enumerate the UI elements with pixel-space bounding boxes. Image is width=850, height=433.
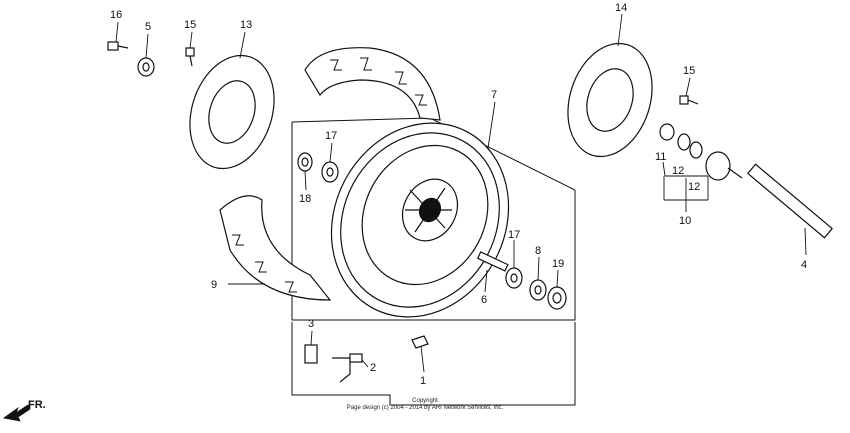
leader-lines	[115, 13, 807, 373]
callout-14: 14	[615, 2, 627, 14]
bearing-17-upper	[321, 161, 339, 183]
dust-seal-12a	[677, 133, 691, 151]
callout-17-upper: 17	[325, 130, 337, 142]
bearing-18	[297, 152, 313, 172]
callout-7: 7	[491, 89, 497, 101]
bolt-16	[107, 41, 129, 51]
callout-12-b: 12	[688, 181, 700, 193]
assembly-outline-lower	[291, 322, 576, 406]
speedo-gear-8	[529, 279, 547, 301]
tire-upper-half	[304, 47, 441, 121]
arrow-icon	[3, 404, 31, 422]
front-direction-arrow: FR.	[3, 399, 46, 422]
front-label: FR.	[28, 399, 46, 411]
callout-19: 19	[552, 258, 564, 270]
axle-4	[746, 163, 834, 239]
collar-11	[659, 123, 675, 141]
speedo-gearbox-10	[705, 151, 743, 181]
callout-11: 11	[655, 151, 666, 163]
callout-16: 16	[110, 9, 122, 21]
wheel-rim	[330, 122, 510, 318]
callout-4: 4	[801, 259, 807, 271]
callout-18: 18	[299, 193, 311, 205]
valve-2	[332, 353, 363, 383]
bolt-15-left	[185, 47, 195, 67]
brake-disc-left	[189, 54, 275, 170]
callout-17-lower: 17	[508, 229, 520, 241]
copyright-line-1: Copyright	[412, 398, 438, 404]
oil-seal-19	[547, 286, 567, 310]
callout-9: 9	[211, 279, 217, 291]
bearing-17-lower	[505, 267, 523, 289]
tire-lower-half	[219, 195, 332, 301]
callout-1: 1	[420, 375, 426, 387]
callout-6: 6	[481, 294, 487, 306]
weight-3	[304, 344, 318, 364]
callout-labels: 16 5 15 13 14 15 7 17 18 11 12 12 10 4 1…	[110, 2, 807, 387]
callout-5: 5	[145, 21, 151, 33]
weight-1	[411, 335, 429, 349]
bolt-15-right	[679, 95, 699, 105]
callout-8: 8	[535, 245, 541, 257]
callout-10: 10	[679, 215, 691, 227]
copyright-line-2: Page design (c) 2004 - 2014 by ARI Netwo…	[346, 405, 504, 411]
callout-15-right: 15	[683, 65, 695, 77]
dust-seal-12b	[689, 141, 703, 159]
collar-5	[137, 57, 155, 77]
callout-12-a: 12	[672, 165, 684, 177]
spacer-6	[476, 251, 509, 272]
callout-3: 3	[308, 318, 314, 330]
brake-disc-right	[567, 42, 653, 158]
callout-13: 13	[240, 19, 252, 31]
callout-15-left: 15	[184, 19, 196, 31]
callout-2: 2	[370, 362, 376, 374]
